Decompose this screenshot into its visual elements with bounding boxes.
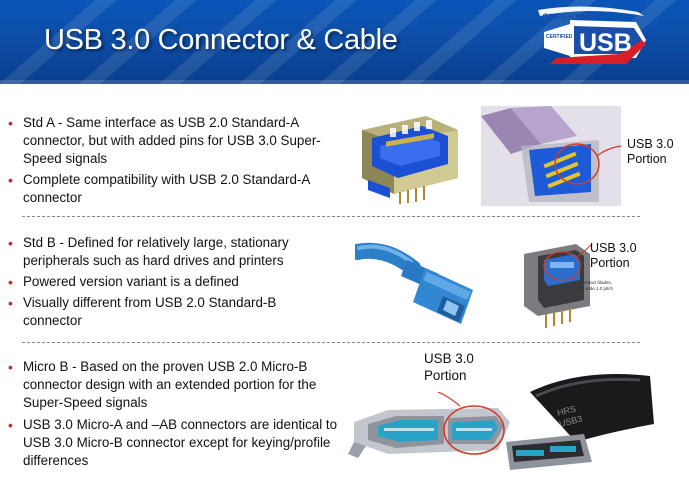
bullet-text: Powered version variant is a defined [23, 274, 239, 289]
std-a-bullet-list: • Std A - Same interface as USB 2.0 Stand… [8, 114, 338, 207]
section-divider [22, 342, 640, 343]
contact-note-line-2: 0.7 wide,1.0 pitch [578, 286, 614, 291]
bullet-marker: • [8, 172, 13, 188]
bullet-marker: • [8, 235, 13, 251]
logo-superspeed-text: SUPERSPEED [542, 12, 607, 23]
bullet-text: Micro B - Based on the proven USB 2.0 Mi… [23, 359, 317, 410]
section-std-b: • Std B - Defined for relatively large, s… [8, 234, 338, 333]
bullet-marker: • [8, 274, 13, 290]
bullet-item: • USB 3.0 Micro-A and –AB connectors are … [8, 416, 338, 470]
logo-usb-text: USB [579, 29, 632, 57]
slide-title: USB 3.0 Connector & Cable [44, 24, 398, 56]
micro-b-receptacle-image [348, 392, 510, 458]
bullet-item: • Visually different from USB 2.0 Standar… [8, 294, 338, 330]
bullet-item: • Std A - Same interface as USB 2.0 Stand… [8, 114, 338, 168]
contact-note-line-1: 5 contact blades, [578, 280, 612, 285]
std-a-plug-cutaway-image [481, 106, 621, 206]
bullet-text: Complete compatibility with USB 2.0 Stan… [23, 172, 310, 205]
bullet-text: Std A - Same interface as USB 2.0 Standa… [23, 115, 321, 166]
bullet-text: USB 3.0 Micro-A and –AB connectors are i… [23, 417, 338, 468]
section-divider [22, 216, 640, 217]
micro-b-cable-plug-image: HRS USB3 [506, 374, 654, 470]
cable-marking-line-1: HRS [556, 404, 577, 418]
logo-certified-text: CERTIFIED [546, 34, 573, 40]
bullet-marker: • [8, 417, 13, 433]
bullet-text: Visually different from USB 2.0 Standard… [23, 295, 277, 328]
bullet-marker: • [8, 115, 13, 131]
superspeed-usb-logo: SUPERSPEED CERTIFIED USB [538, 6, 646, 64]
bullet-marker: • [8, 359, 13, 375]
section-std-a: • Std A - Same interface as USB 2.0 Stand… [8, 114, 338, 210]
std-b-cable-plug-image [355, 242, 473, 324]
std-a-receptacle-image [362, 116, 458, 204]
std-b-receptacle-image: 5 contact blades, 0.7 wide,1.0 pitch [524, 243, 614, 328]
bullet-text: Std B - Defined for relatively large, st… [23, 235, 289, 268]
micro-b-bullet-list: • Micro B - Based on the proven USB 2.0 M… [8, 358, 338, 470]
bullet-marker: • [8, 295, 13, 311]
bullet-item: • Complete compatibility with USB 2.0 Sta… [8, 171, 338, 207]
bullet-item: • Micro B - Based on the proven USB 2.0 M… [8, 358, 338, 412]
std-b-bullet-list: • Std B - Defined for relatively large, s… [8, 234, 338, 330]
bullet-item: • Powered version variant is a defined [8, 273, 338, 291]
section-micro-b: • Micro B - Based on the proven USB 2.0 M… [8, 358, 338, 473]
bullet-item: • Std B - Defined for relatively large, s… [8, 234, 338, 270]
